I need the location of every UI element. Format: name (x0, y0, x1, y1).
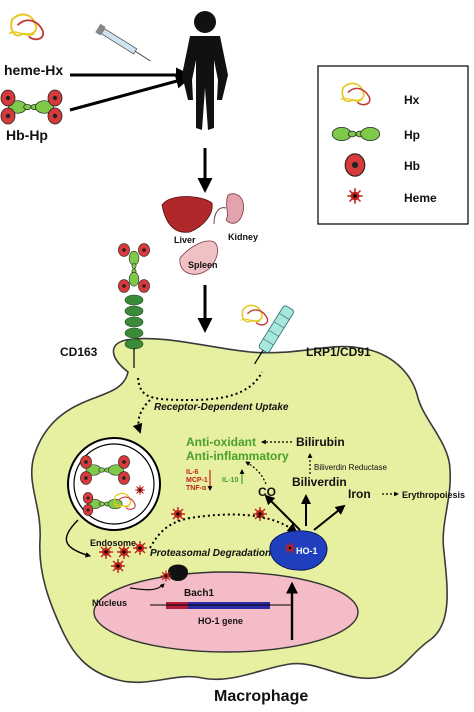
heme-hx-label: heme-Hx (4, 62, 63, 78)
heme-to-ho1 (149, 506, 298, 549)
ho1-to-iron-arrow (313, 504, 346, 531)
uptake-arrow (137, 371, 263, 402)
uptake-label: Receptor-Dependent Uptake (154, 402, 289, 413)
legend-heme-icon (346, 187, 364, 205)
endosome-label: Endosome (90, 538, 136, 548)
cytokine-il6: IL-6 (186, 469, 199, 476)
legend-hp-label: Hp (404, 128, 420, 142)
bilirubin-label: Bilirubin (296, 435, 345, 449)
cd163-receptor (124, 294, 144, 368)
legend: Hx Hp Hb Heme (317, 65, 469, 225)
cd163-bound-hb-hp-icon (118, 243, 151, 293)
cytokine-mcp1: MCP-1 (186, 477, 208, 484)
ho1-gene-label: HO-1 gene (198, 616, 243, 626)
legend-hb-icon (344, 153, 366, 177)
macrophage-title: Macrophage (214, 688, 308, 705)
bach1-protein (159, 564, 188, 583)
ho1-gene (150, 602, 292, 609)
legend-hx-label: Hx (404, 93, 420, 107)
hx-protein-icon (8, 13, 45, 41)
il10-label: IL-10 (222, 477, 238, 484)
legend-hb-label: Hb (404, 159, 420, 173)
proteasomal-label: Proteasomal Degradation (150, 548, 271, 559)
ho1-to-co-arrow (264, 494, 301, 531)
spleen-label: Spleen (188, 260, 218, 270)
ho1-label: HO-1 (296, 546, 318, 556)
heme-to-bach1-arrow (129, 583, 165, 591)
iron-label: Iron (348, 487, 371, 501)
bach1-label: Bach1 (184, 588, 214, 599)
kidney-label: Kidney (228, 232, 258, 242)
anti-inflammatory-label: Anti-inflammatory (186, 449, 289, 463)
syringe-icon (95, 23, 151, 62)
nucleus (93, 571, 359, 653)
spleen-icon (179, 240, 218, 275)
biliverdin-reductase-label: Biliverdin Reductase (314, 463, 387, 472)
human-body-icon (182, 11, 228, 130)
co-label: CO (258, 485, 276, 499)
ho1-enzyme (269, 530, 328, 571)
liver-icon (161, 196, 213, 233)
hb-hp-arrow (69, 73, 191, 112)
lrp1-label: LRP1/CD91 (306, 345, 371, 359)
erythropoiesis-label: Erythropoiesis (402, 490, 465, 500)
hb-hp-label: Hb-Hp (6, 127, 48, 143)
nucleus-label: Nucleus (92, 598, 127, 608)
kidney-icon (213, 193, 245, 225)
lrp1-bound-hx-icon (240, 304, 269, 326)
anti-oxidant-label: Anti-oxidant (186, 435, 256, 449)
cd163-label: CD163 (60, 345, 98, 359)
biliverdin-label: Biliverdin (292, 475, 347, 489)
hb-hp-complex-icon (0, 89, 63, 125)
endosome-to-heme-arrow (65, 519, 92, 558)
lrp1-receptor (254, 305, 294, 365)
legend-heme-label: Heme (404, 191, 437, 205)
liver-label: Liver (174, 235, 196, 245)
cytokine-tnfa: TNF-α (186, 485, 207, 492)
endosome (67, 437, 161, 531)
